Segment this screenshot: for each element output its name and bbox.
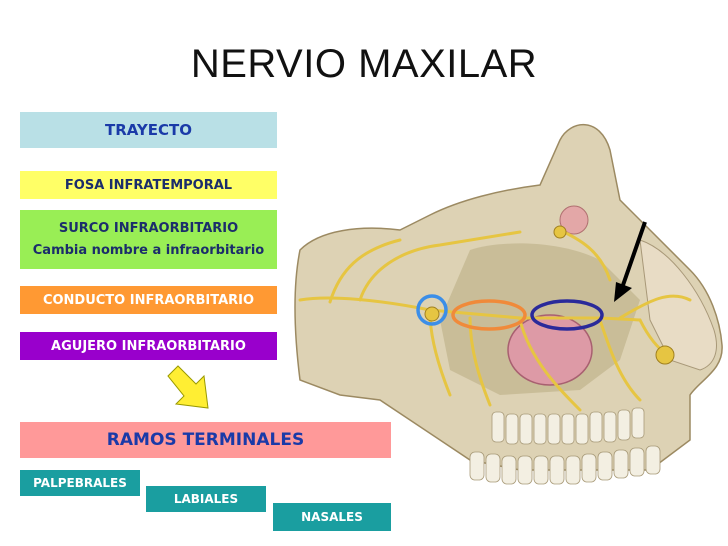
surco-infraorbitario-label: SURCO INFRAORBITARIO [58, 220, 239, 236]
conducto-infraorbitario-label: CONDUCTO INFRAORBITARIO [42, 292, 255, 308]
palpebrales-box: PALPEBRALES [20, 470, 140, 496]
nasales-label: NASALES [301, 510, 363, 524]
maxillary-sinus [507, 314, 593, 386]
highlight-blue-ellipse [416, 294, 448, 326]
labiales-label: LABIALES [173, 492, 239, 506]
ramos-terminales-box: RAMOS TERMINALES [20, 422, 391, 458]
highlight-navy-ellipse [530, 299, 604, 331]
lower-teeth [469, 445, 661, 485]
agujero-infraorbitario-label: AGUJERO INFRAORBITARIO [51, 338, 246, 354]
skull-anatomy-illustration [294, 124, 723, 485]
ramos-terminales-label: RAMOS TERMINALES [106, 430, 305, 450]
agujero-infraorbitario-box: AGUJERO INFRAORBITARIO [20, 332, 277, 360]
yellow-down-arrow-icon [167, 365, 209, 409]
nasales-box: NASALES [273, 503, 391, 531]
conducto-infraorbitario-box: CONDUCTO INFRAORBITARIO [20, 286, 277, 314]
trayecto-label: TRAYECTO [104, 121, 193, 139]
surco-infraorbitario-box: SURCO INFRAORBITARIO Cambia nombre a inf… [20, 210, 277, 269]
labiales-box: LABIALES [146, 486, 266, 512]
fosa-infratemporal-box: FOSA INFRATEMPORAL [20, 171, 277, 199]
trayecto-box: TRAYECTO [20, 112, 277, 148]
highlight-orange-ellipse [451, 299, 527, 331]
page-title: NERVIO MAXILAR [190, 42, 538, 86]
nose-tissue [639, 239, 717, 371]
surco-note-label: Cambia nombre a infraorbitario [32, 242, 265, 258]
fosa-infratemporal-label: FOSA INFRATEMPORAL [64, 177, 233, 193]
upper-teeth [491, 407, 645, 445]
black-pointer-arrow-icon [614, 221, 647, 302]
palpebrales-label: PALPEBRALES [33, 476, 127, 490]
